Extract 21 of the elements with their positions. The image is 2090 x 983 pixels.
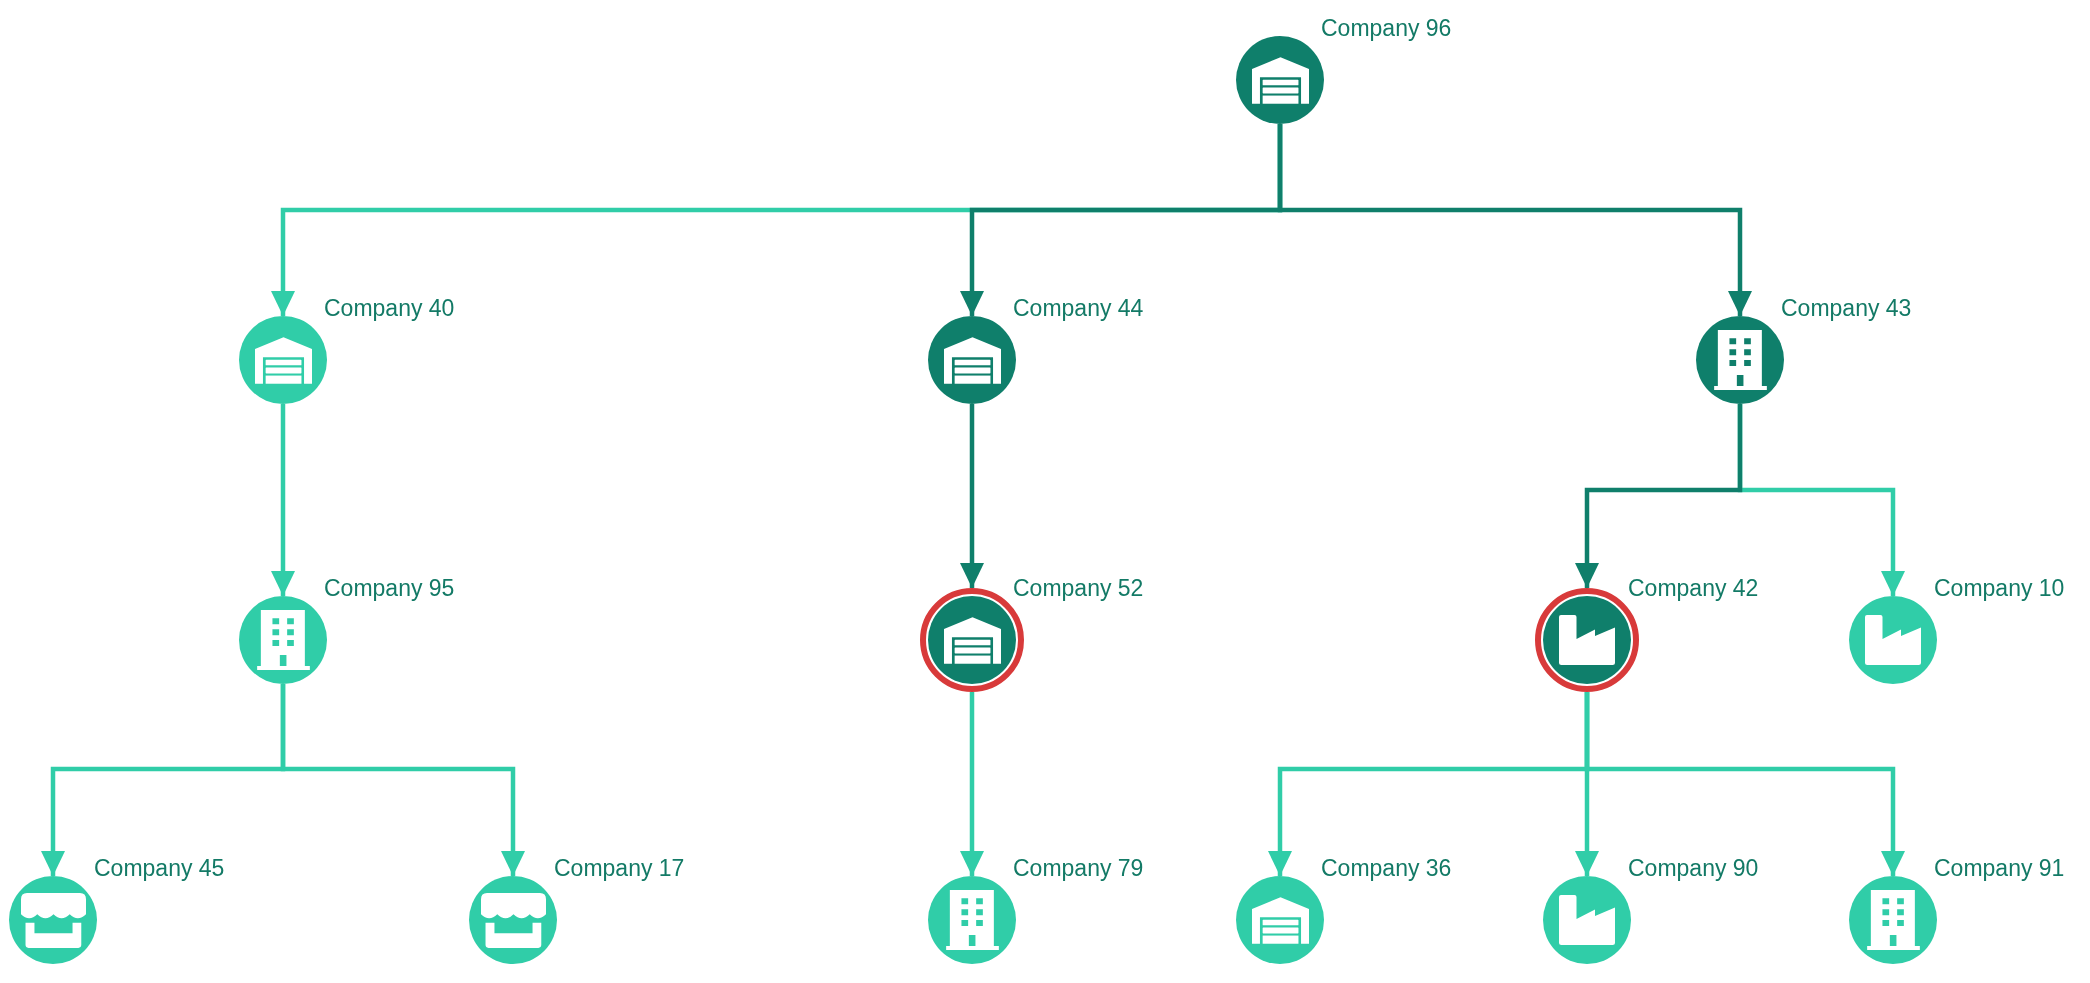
arrow (271, 404, 295, 596)
node-label: Company 91 (1934, 855, 2065, 881)
node-label: Company 43 (1781, 295, 1912, 321)
node-label: Company 52 (1013, 575, 1144, 601)
node-label: Company 44 (1013, 295, 1144, 321)
node-label: Company 79 (1013, 855, 1144, 881)
arrow (1277, 124, 1752, 316)
node-label: Company 95 (324, 575, 455, 601)
node-label: Company 10 (1934, 575, 2065, 601)
arrow (960, 404, 984, 588)
node-label: Company 90 (1628, 855, 1759, 881)
arrow (280, 684, 525, 876)
node-label: Company 45 (94, 855, 225, 881)
arrow (1584, 692, 1905, 876)
arrow (960, 692, 984, 876)
node-label: Company 40 (324, 295, 455, 321)
node-label: Company 17 (554, 855, 685, 881)
node-label: Company 36 (1321, 855, 1452, 881)
node-label: Company 96 (1321, 15, 1452, 41)
arrow (1575, 404, 1743, 588)
node-label: Company 42 (1628, 575, 1759, 601)
